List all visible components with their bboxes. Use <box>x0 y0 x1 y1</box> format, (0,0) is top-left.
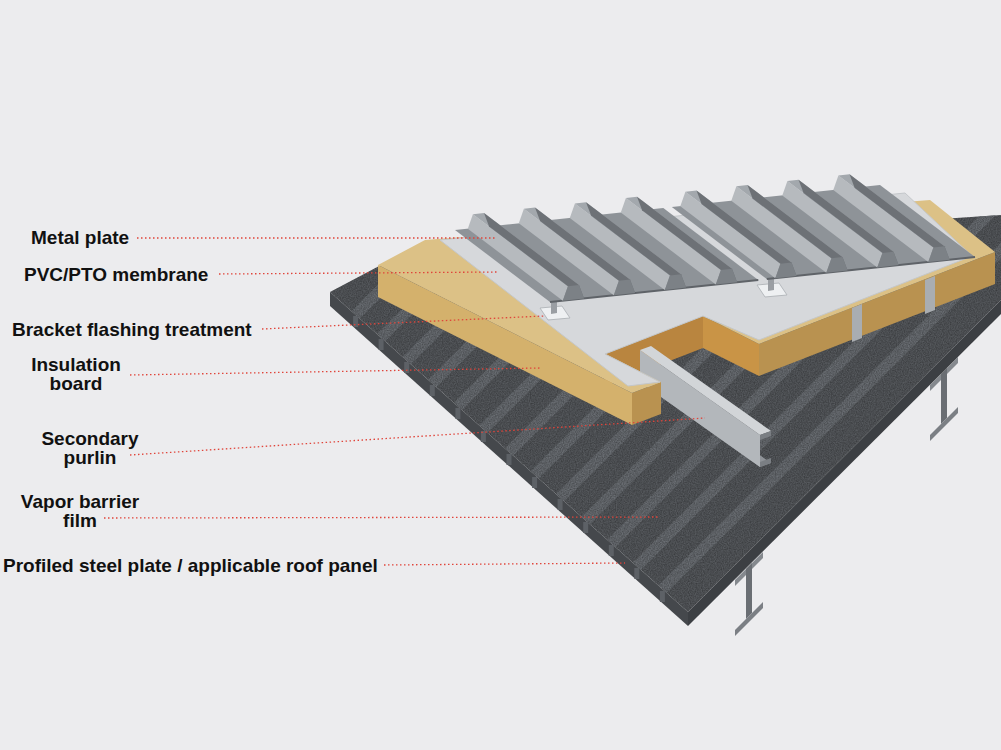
part-label-text: Bracket flashing treatment <box>12 319 252 340</box>
profiled-steel-deck-part-part <box>532 477 537 488</box>
profiled-steel-deck-part-part <box>430 385 435 396</box>
profiled-steel-deck <box>300 0 1001 630</box>
part-label: Vapor barrier film <box>15 492 145 530</box>
leader-lines-part <box>130 368 540 375</box>
profiled-steel-deck-part-part <box>609 545 614 556</box>
part-label-text: Vapor barrier film <box>21 491 139 531</box>
part-label: Bracket flashing treatment <box>12 320 252 339</box>
profiled-steel-deck-part-part <box>455 408 460 419</box>
profiled-steel-deck-part-part <box>379 339 384 350</box>
part-label-text: Insulation board <box>31 354 121 394</box>
profiled-steel-deck-part-part <box>558 499 563 510</box>
edge-straps-part <box>925 276 935 314</box>
secondary-purlin-part <box>760 458 771 467</box>
leader-lines-part <box>262 316 544 329</box>
leader-lines-part <box>130 418 705 455</box>
part-label-text: Metal plate <box>31 227 129 248</box>
part-label: Profiled steel plate / applicable roof p… <box>3 556 378 575</box>
metal-roof-plate-part <box>833 174 949 262</box>
profiled-steel-deck-part-part <box>404 362 409 373</box>
part-label: Insulation board <box>26 355 126 393</box>
edge-straps <box>852 276 935 342</box>
part-label-text: Profiled steel plate / applicable roof p… <box>3 555 378 576</box>
profiled-steel-deck-part-part <box>353 316 358 327</box>
part-label-text: Secondary purlin <box>41 428 138 468</box>
profiled-steel-deck-part-part <box>634 568 639 579</box>
part-label: Metal plate <box>31 228 129 247</box>
edge-straps-part <box>852 304 862 342</box>
leader-lines <box>104 238 705 565</box>
part-label: PVC/PTO membrane <box>24 265 208 284</box>
leader-lines-part <box>384 563 625 565</box>
profiled-steel-deck-part-part <box>507 454 512 465</box>
leader-lines-part <box>137 237 495 238</box>
metal-roof-plate <box>455 174 975 302</box>
part-label-text: PVC/PTO membrane <box>24 264 208 285</box>
profiled-steel-deck-part-part <box>583 522 588 533</box>
leader-lines-part <box>104 517 660 518</box>
secondary-purlin-part <box>760 431 771 440</box>
leader-lines-part <box>219 272 498 274</box>
part-label: Secondary purlin <box>38 429 142 467</box>
profiled-steel-deck-part-part <box>660 591 665 602</box>
